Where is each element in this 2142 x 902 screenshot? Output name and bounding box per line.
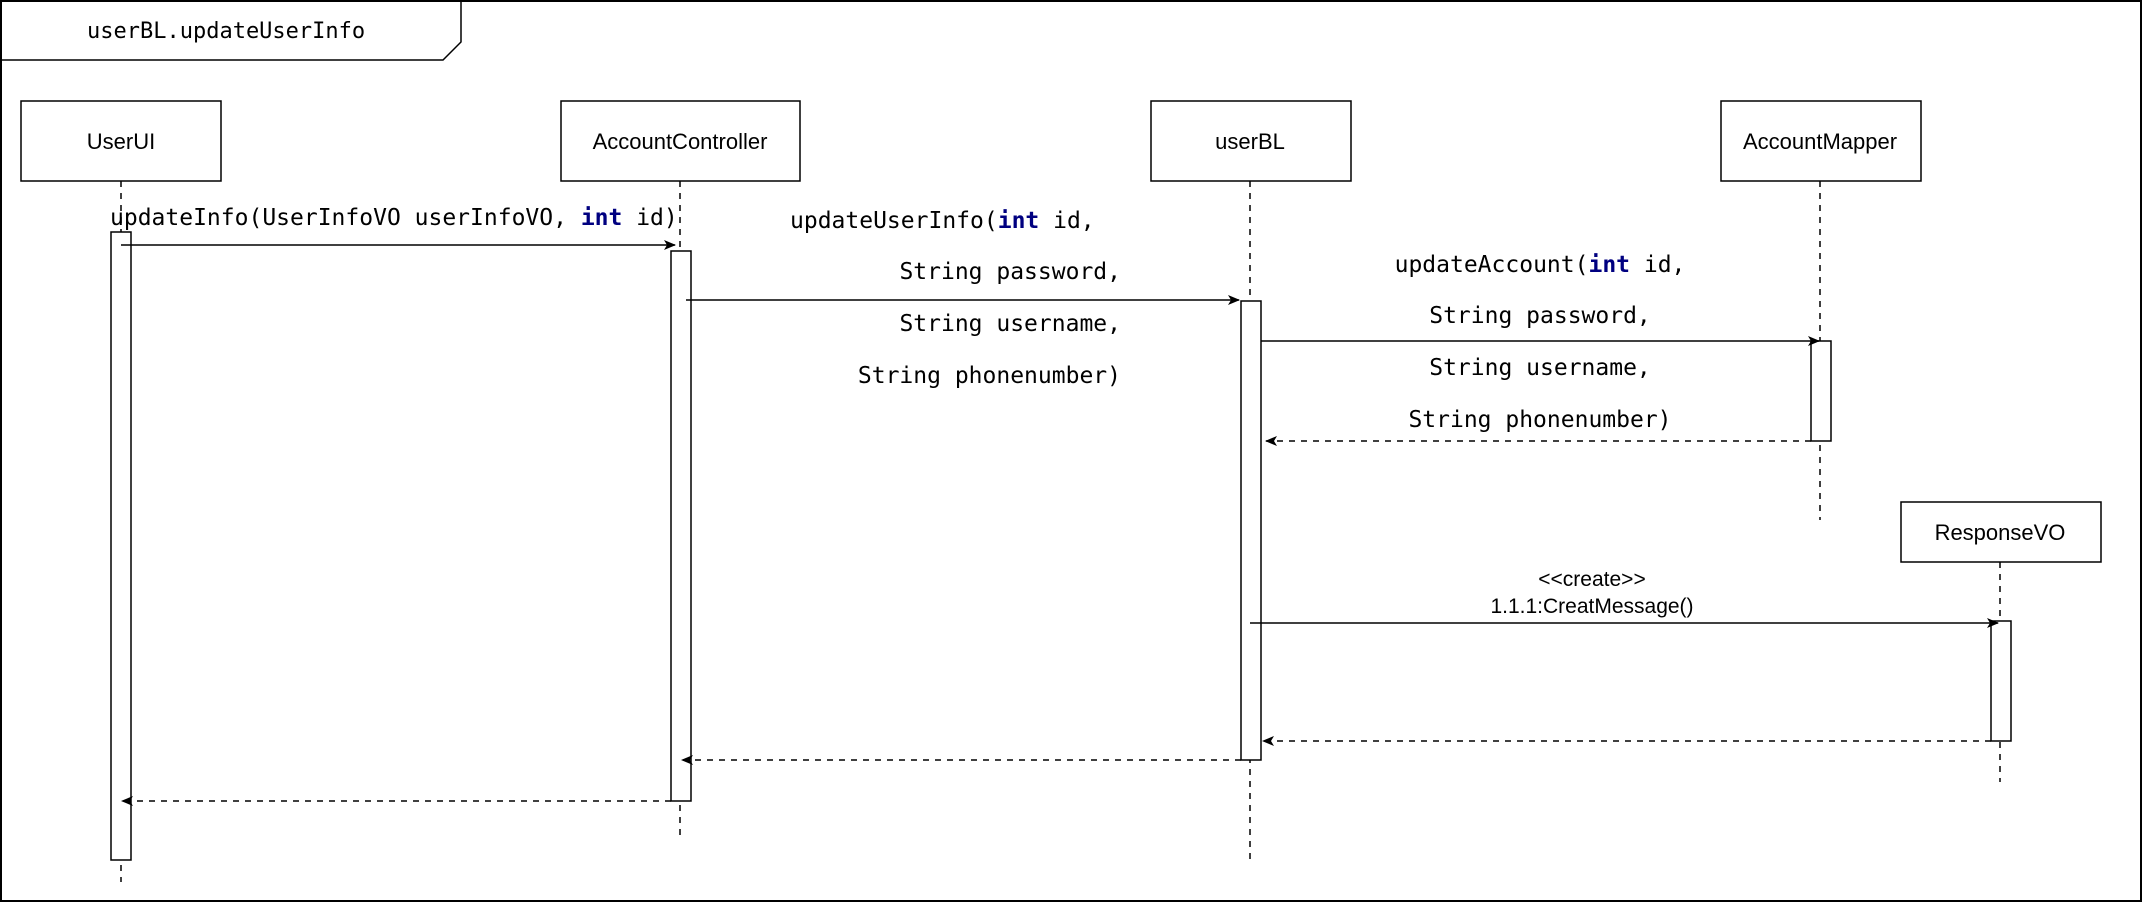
participant-userui: UserUI <box>20 100 222 182</box>
activation-userbl <box>1240 300 1262 761</box>
participant-accountcontroller: AccountController <box>560 100 801 182</box>
frame-title-tab <box>1 1 462 61</box>
svg-text:ResponseVO: ResponseVO <box>1935 520 2066 545</box>
participant-responsevo: ResponseVO <box>1900 501 2102 563</box>
svg-text:String phonenumber): String phonenumber) <box>858 363 1121 389</box>
message-label-updateinfo: updateInfo(UserInfoVO userInfoVO, int id… <box>110 205 678 231</box>
activation-accountcontroller <box>670 250 692 802</box>
svg-text:updateUserInfo(int id,: updateUserInfo(int id, <box>790 208 1095 234</box>
participant-accountmapper: AccountMapper <box>1720 100 1922 182</box>
svg-text:<<create>>: <<create>> <box>1538 568 1645 591</box>
svg-text:UserUI: UserUI <box>87 129 155 154</box>
svg-text:String username,: String username, <box>1429 355 1651 381</box>
message-label-updateaccount: updateAccount(int id, String password, S… <box>1395 252 1686 433</box>
svg-text:updateAccount(int id,: updateAccount(int id, <box>1395 252 1686 278</box>
activation-responsevo <box>1990 620 2012 742</box>
message-label-updateuserinfo: updateUserInfo(int id, String password, … <box>790 208 1121 389</box>
svg-text:String password,: String password, <box>1429 303 1651 329</box>
frame-title: userBL.updateUserInfo <box>87 19 365 44</box>
message-label-creatmessage: <<create>> 1.1.1:CreatMessage() <box>1490 568 1693 618</box>
activation-accountmapper <box>1810 340 1832 442</box>
svg-text:AccountController: AccountController <box>593 129 768 154</box>
participant-userbl: userBL <box>1150 100 1352 182</box>
svg-text:userBL: userBL <box>1215 129 1285 154</box>
activation-userui <box>110 231 132 861</box>
svg-text:String phonenumber): String phonenumber) <box>1408 407 1671 433</box>
svg-text:1.1.1:CreatMessage(): 1.1.1:CreatMessage() <box>1490 595 1693 618</box>
svg-text:String password,: String password, <box>899 259 1121 285</box>
svg-text:String username,: String username, <box>899 311 1121 337</box>
svg-text:AccountMapper: AccountMapper <box>1743 129 1897 154</box>
